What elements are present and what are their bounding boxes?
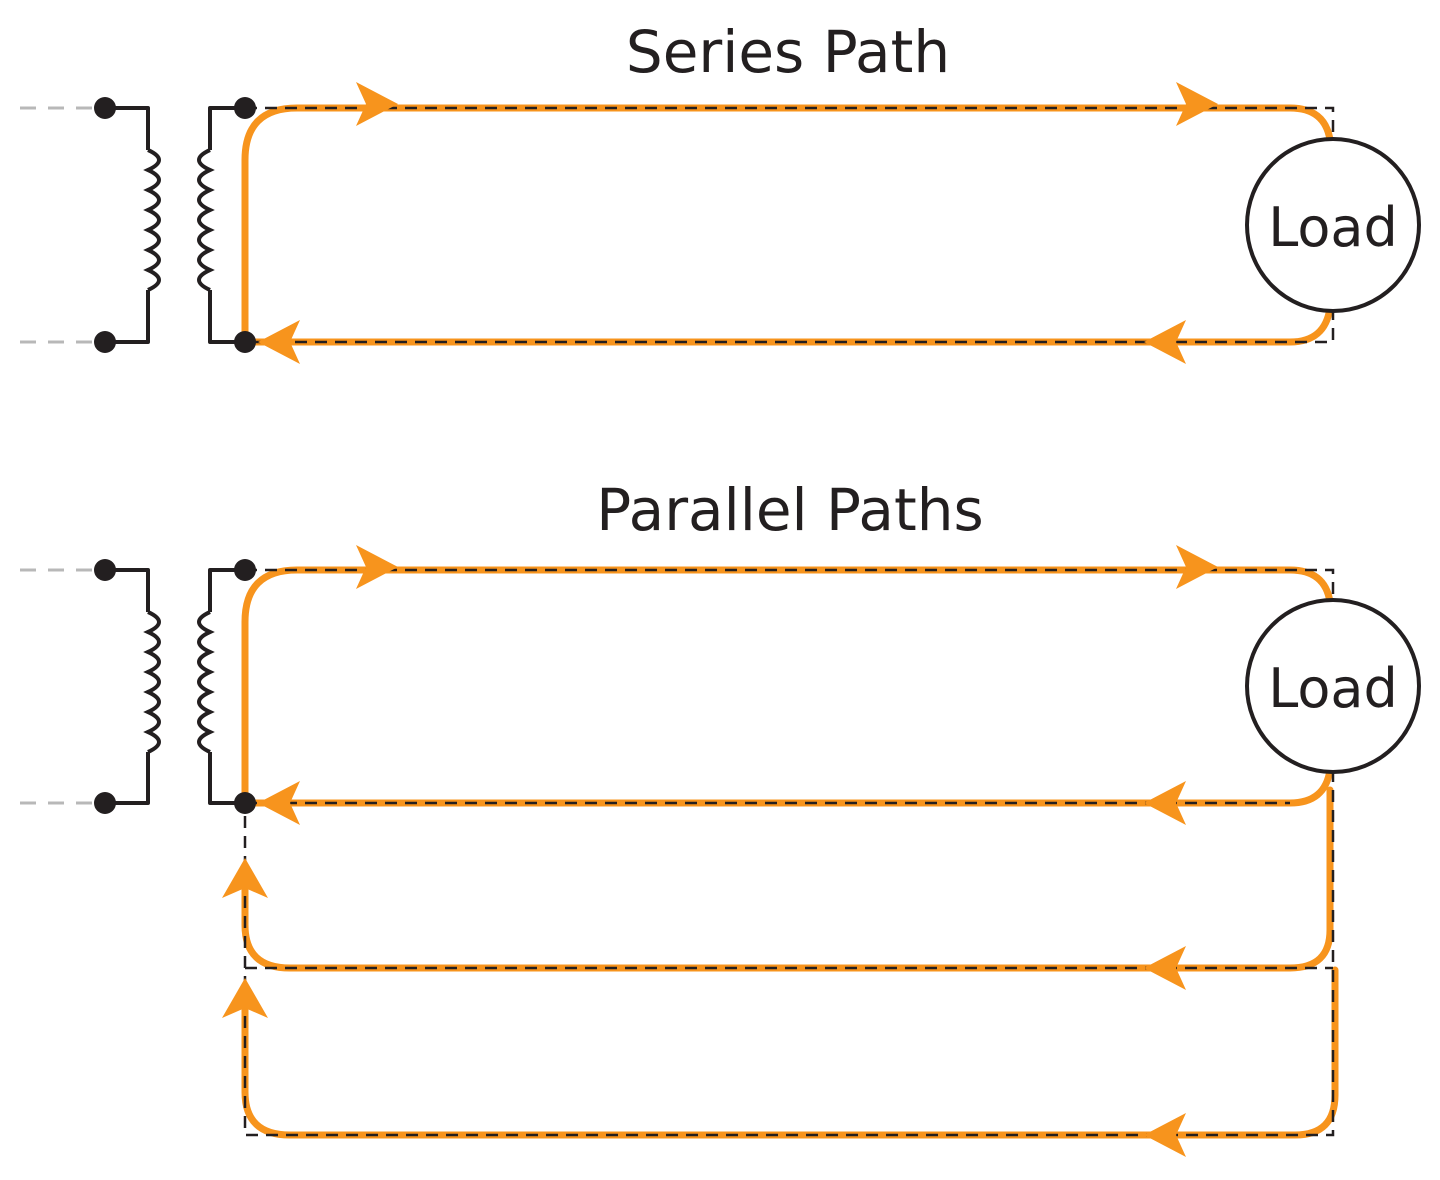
parallel-conductor	[243, 568, 1335, 1137]
series-load-icon: Load	[1245, 137, 1421, 313]
parallel-load-icon: Load	[1245, 598, 1421, 774]
parallel-node	[234, 559, 256, 581]
series-arrow-left-1	[1144, 320, 1186, 364]
series-path-title: Series Path	[626, 18, 950, 86]
parallel-paths-title: Parallel Paths	[596, 476, 983, 544]
parallel-arrow-up-2	[222, 978, 268, 1018]
parallel-node	[234, 792, 256, 814]
series-arrow-left-2	[258, 320, 300, 364]
series-load-label: Load	[1268, 196, 1398, 259]
parallel-paths-section: Parallel Paths	[20, 476, 1421, 1157]
parallel-transformer-icon	[105, 568, 245, 805]
parallel-load-label: Load	[1268, 657, 1398, 720]
parallel-arrow-left-3	[1144, 946, 1186, 990]
parallel-node	[94, 792, 116, 814]
series-arrow-right-2	[1176, 82, 1218, 126]
parallel-current-path-2	[241, 786, 1334, 972]
parallel-node	[94, 559, 116, 581]
parallel-arrow-left-2	[258, 781, 300, 825]
series-conductor	[245, 106, 1335, 344]
parallel-arrow-right-1	[356, 545, 398, 589]
series-node	[234, 331, 256, 353]
series-node	[94, 97, 116, 119]
series-transformer-icon	[105, 106, 245, 344]
series-arrow-right-1	[356, 82, 398, 126]
series-current-path	[241, 104, 1334, 346]
parallel-arrow-up-1	[222, 858, 268, 898]
series-node	[234, 97, 256, 119]
parallel-arrow-right-2	[1176, 545, 1218, 589]
series-path-section: Series Path Load	[20, 18, 1421, 364]
parallel-current-path-main	[241, 566, 1334, 807]
parallel-arrow-left-4	[1144, 1113, 1186, 1157]
series-node	[94, 331, 116, 353]
parallel-arrow-left-1	[1144, 781, 1186, 825]
parallel-current-path-3	[241, 966, 1339, 1139]
